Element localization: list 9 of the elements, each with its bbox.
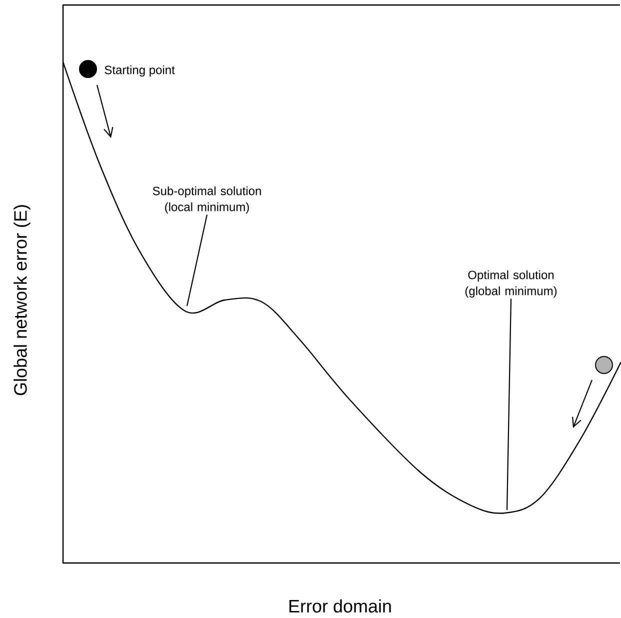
ball [79,60,97,78]
leader-line [506,298,512,510]
axis-title: Global network error (E) [14,205,30,396]
callout-text: Optimal solution (global minimum) [465,270,557,298]
leader-line [186,214,208,306]
callout-text: Sub-optimal solution (local minimum) [152,186,261,214]
ball [595,356,613,374]
axis-title: Error domain [289,599,391,613]
ball-label: Starting point [104,65,175,77]
